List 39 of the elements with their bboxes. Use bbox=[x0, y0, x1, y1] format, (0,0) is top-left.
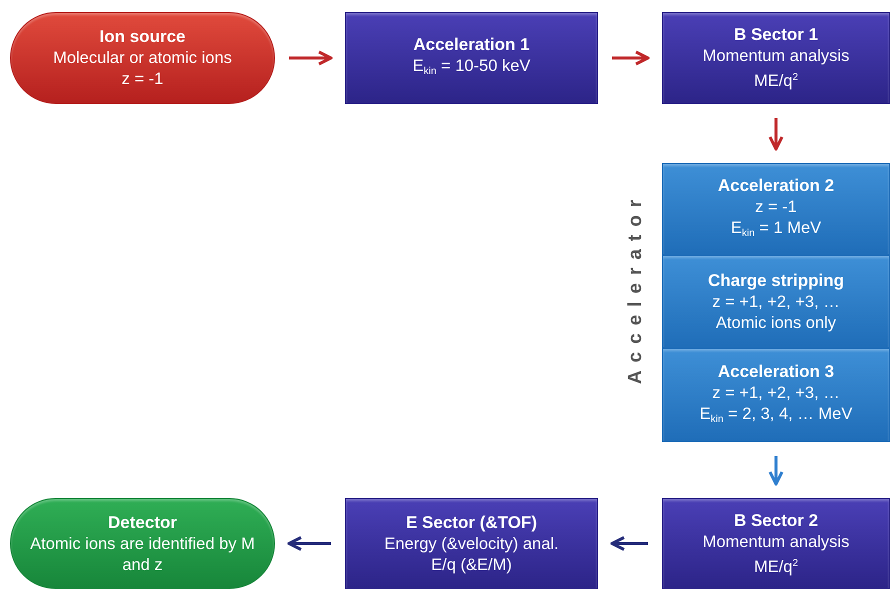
node-title: E Sector (&TOF) bbox=[406, 512, 537, 534]
arrow bbox=[612, 50, 650, 66]
side-label: Accelerator bbox=[625, 190, 647, 386]
node-title: Acceleration 3 bbox=[718, 360, 834, 382]
node-text: Atomic ions only bbox=[716, 312, 836, 334]
node-title: Acceleration 2 bbox=[718, 174, 834, 196]
arrow bbox=[610, 536, 648, 551]
arrow bbox=[289, 50, 332, 66]
node-text: ME/q$^{2}$ bbox=[754, 71, 798, 92]
node-title: B Sector 1 bbox=[734, 24, 818, 46]
node-text: E$_{kin}$ = 2, 3, 4, … MeV bbox=[700, 404, 852, 426]
arrow bbox=[768, 118, 784, 150]
node-text: z = -1 bbox=[755, 196, 797, 218]
arrow bbox=[288, 536, 331, 551]
arrow bbox=[768, 456, 784, 486]
node-text: Energy (&velocity) anal. bbox=[384, 534, 559, 554]
node-text: z = +1, +2, +3, … bbox=[712, 292, 840, 312]
node-text: ME/q$^{2}$ bbox=[754, 556, 798, 578]
node-text: E$_{kin}$ = 10-50 keV bbox=[412, 56, 530, 79]
process-box bbox=[662, 163, 890, 255]
node-text: Molecular or atomic ions bbox=[53, 48, 232, 69]
node-title: Acceleration 1 bbox=[413, 34, 530, 56]
process-box bbox=[662, 12, 890, 104]
process-box bbox=[662, 255, 890, 348]
process-box bbox=[345, 12, 598, 104]
node-text: z = +1, +2, +3, … bbox=[712, 382, 840, 404]
node-text: Atomic ions are identified by M and z bbox=[29, 534, 256, 576]
node-title: Charge stripping bbox=[708, 270, 844, 292]
node-title: B Sector 2 bbox=[734, 510, 818, 532]
process-box bbox=[662, 348, 890, 442]
node-text: Momentum analysis bbox=[702, 46, 850, 67]
node-text: z = -1 bbox=[122, 69, 164, 90]
process-box bbox=[345, 498, 598, 589]
node-text: Momentum analysis bbox=[702, 532, 850, 552]
node-text: E/q (&E/M) bbox=[431, 554, 512, 576]
process-box bbox=[662, 498, 890, 589]
node-title: Ion source bbox=[100, 26, 186, 48]
node-text: E$_{kin}$ = 1 MeV bbox=[730, 218, 822, 240]
node-title: Detector bbox=[108, 512, 177, 534]
